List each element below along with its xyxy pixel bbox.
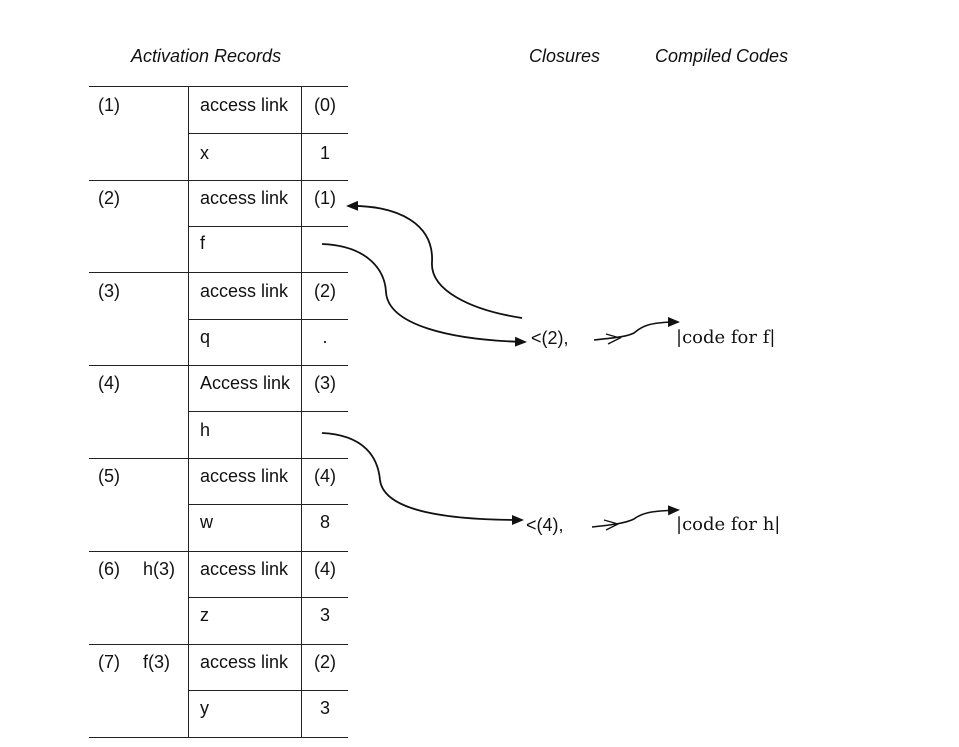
field-value: (1): [314, 188, 336, 208]
record-label: (4): [98, 373, 120, 393]
field-name: access link: [200, 281, 289, 301]
table-rule: [89, 458, 348, 459]
field-name: Access link: [200, 373, 291, 393]
access-link-arrow: [346, 200, 523, 319]
closures-header: Closures: [529, 46, 601, 66]
field-value: (4): [314, 559, 336, 579]
table-rule: [89, 180, 348, 181]
field-value: (0): [314, 95, 336, 115]
field-value: 3: [319, 698, 330, 718]
field-name: access link: [200, 188, 289, 208]
table-rule: [89, 365, 348, 366]
record-label: (6): [98, 559, 120, 579]
field-name: q: [200, 327, 211, 347]
field-name: h: [200, 420, 211, 440]
field-value: (2): [314, 652, 336, 672]
table-rule: [189, 319, 348, 320]
field-name: access link: [200, 95, 289, 115]
table-rule: [89, 86, 348, 87]
code-for-f: |code for f|: [676, 327, 776, 348]
compiled-codes-header: Compiled Codes: [655, 46, 789, 66]
h-code-arrow: [591, 505, 680, 528]
field-name: access link: [200, 466, 289, 486]
field-name: w: [200, 512, 213, 532]
table-column-rule: [301, 86, 302, 737]
table-rule: [89, 551, 348, 552]
record-call: h(3): [143, 559, 176, 579]
field-value: (2): [314, 281, 336, 301]
field-name: z: [200, 605, 209, 625]
field-name: x: [200, 143, 209, 163]
code-for-h: |code for h|: [676, 514, 781, 535]
field-value: 3: [319, 605, 330, 625]
field-value: .: [322, 327, 328, 347]
record-label: (5): [98, 466, 120, 486]
record-label: (1): [98, 95, 120, 115]
table-rule: [189, 597, 348, 598]
table-rule: [89, 737, 348, 738]
record-label: (2): [98, 188, 120, 208]
table-rule: [189, 133, 348, 134]
f-code-arrow-tick: [605, 333, 622, 345]
field-name: y: [200, 698, 209, 718]
table-rule: [189, 226, 348, 227]
activation-records-header: Activation Records: [131, 46, 282, 66]
field-value: 1: [319, 143, 330, 163]
field-value: (4): [314, 466, 336, 486]
table-rule: [89, 644, 348, 645]
field-value: (3): [314, 373, 336, 393]
table-rule: [189, 690, 348, 691]
field-name: access link: [200, 652, 289, 672]
record-label: (7): [98, 652, 120, 672]
record-call: f(3): [143, 652, 170, 672]
field-name: f: [200, 233, 206, 253]
table-rule: [189, 504, 348, 505]
f-closure-arrow: [321, 243, 527, 347]
h-code-arrow-tick: [603, 519, 620, 531]
closure-h-env: <(4),: [526, 515, 564, 535]
field-name: access link: [200, 559, 289, 579]
field-value: 8: [319, 512, 330, 532]
table-column-rule: [188, 86, 189, 737]
h-closure-arrow: [321, 432, 524, 525]
record-label: (3): [98, 281, 120, 301]
f-code-arrow: [593, 317, 680, 341]
closure-f-env: <(2),: [531, 328, 569, 348]
table-rule: [89, 272, 348, 273]
table-rule: [189, 411, 348, 412]
